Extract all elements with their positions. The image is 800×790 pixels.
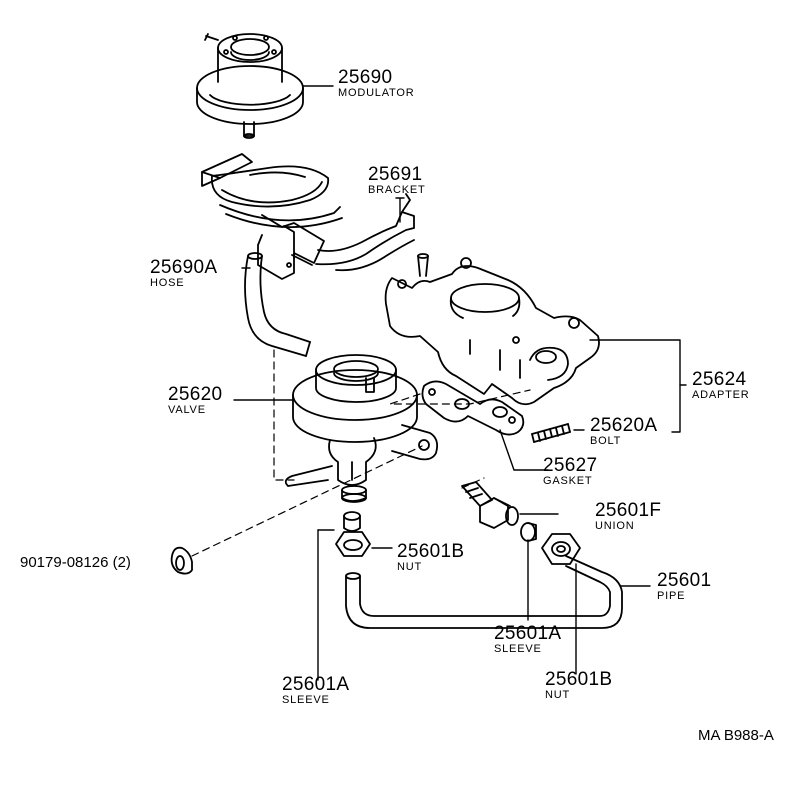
diagram-code: MA B988-A: [698, 727, 774, 744]
cap-drawing: [170, 546, 193, 575]
part-name: UNION: [595, 520, 635, 532]
adapter-drawing: [384, 253, 600, 406]
label-gasket: 25627 GASKET: [543, 456, 597, 487]
label-bolt: 25620A BOLT: [590, 416, 657, 447]
union-drawing: [461, 481, 519, 529]
label-modulator: 25690 MODULATOR: [338, 68, 414, 99]
label-nut-left: 25601B NUT: [397, 542, 464, 573]
label-nut-bottom: 25601B NUT: [545, 670, 612, 701]
part-number: 25620: [168, 384, 223, 405]
gasket-drawing: [421, 380, 525, 436]
sleeve-right-drawing: [520, 522, 537, 542]
label-sleeve-right: 25601A SLEEVE: [494, 624, 561, 655]
bolt-drawing: [531, 423, 571, 443]
part-number: 25601B: [397, 541, 465, 562]
part-number: 25601A: [282, 674, 350, 695]
part-name: PIPE: [657, 590, 686, 602]
part-number: 25690A: [150, 257, 218, 278]
label-union: 25601F UNION: [595, 501, 661, 532]
part-number: 25601B: [545, 669, 613, 690]
part-name: NUT: [397, 561, 423, 573]
part-name: HOSE: [150, 277, 185, 289]
part-number: 25690: [338, 67, 393, 88]
label-bracket: 25691 BRACKET: [368, 165, 426, 196]
label-hose: 25690A HOSE: [150, 258, 217, 289]
nut-left-drawing: [335, 531, 371, 557]
bracket-drawing: [201, 153, 415, 280]
part-name: SLEEVE: [282, 694, 330, 706]
part-name: MODULATOR: [338, 87, 415, 99]
label-valve: 25620 VALVE: [168, 385, 222, 416]
nut-right-drawing: [541, 533, 581, 565]
part-number: 25601: [657, 570, 712, 591]
modulator-drawing: [196, 33, 304, 139]
part-number: 25627: [543, 455, 598, 476]
valve-drawing: [284, 354, 439, 503]
part-name: NUT: [545, 689, 571, 701]
part-number: 25620A: [590, 415, 658, 436]
label-sleeve-bottom: 25601A SLEEVE: [282, 675, 349, 706]
leader-lines: [233, 85, 687, 681]
center-lines: [191, 349, 531, 557]
part-number: 25624: [692, 369, 747, 390]
part-number: 25601F: [595, 500, 662, 521]
label-pipe: 25601 PIPE: [657, 571, 711, 602]
part-name: ADAPTER: [692, 389, 750, 401]
sleeve-left-drawing: [343, 511, 361, 532]
label-adapter: 25624 ADAPTER: [692, 370, 750, 401]
label-cap: 90179-08126 (2): [20, 554, 131, 571]
part-number: 25601A: [494, 623, 562, 644]
part-name: VALVE: [168, 404, 206, 416]
part-name: BRACKET: [368, 184, 426, 196]
part-name: BOLT: [590, 435, 622, 447]
part-name: SLEEVE: [494, 643, 542, 655]
part-name: GASKET: [543, 475, 593, 487]
pipe-drawing: [345, 555, 623, 629]
hose-drawing: [244, 252, 311, 357]
part-number: 25691: [368, 164, 423, 185]
